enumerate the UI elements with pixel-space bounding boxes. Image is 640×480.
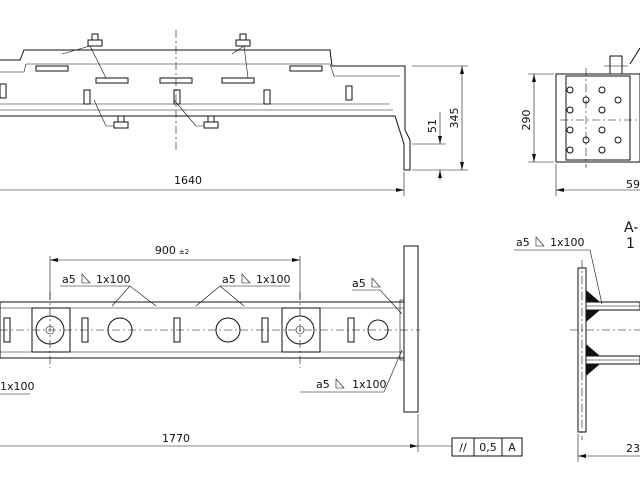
section-bottom-dim: 23 <box>626 442 640 455</box>
top-flange-dim: 51 <box>426 119 439 133</box>
tolerance-frame <box>451 437 523 457</box>
weld-label-right-a: a5 <box>222 273 236 286</box>
weld-label-plate-bottom-a: a5 <box>316 378 330 391</box>
weld-label-left-b: 1x100 <box>96 273 131 286</box>
section-view: A- 1 a5 1x100 23 <box>514 220 640 462</box>
front-spacing-dim: 900±2 <box>155 244 189 257</box>
tolerance-symbol: // <box>459 441 467 454</box>
side-height-dim: 290 <box>520 110 533 131</box>
weld-label-left-a: a5 <box>62 273 76 286</box>
weld-label-plate-bottom-b: 1x100 <box>352 378 387 391</box>
side-width-dim: 59 <box>626 178 640 191</box>
front-length-dim: 1770 <box>162 432 190 445</box>
tolerance-datum: A <box>508 441 516 454</box>
section-weld-b: 1x100 <box>550 236 585 249</box>
section-title: A- <box>624 220 638 236</box>
front-view: 900±2 a5 1x100 a5 1x100 a5 a5 1x100 1x10… <box>0 244 523 457</box>
top-view: 1640 345 51 <box>0 30 468 196</box>
side-view: 290 59 <box>520 47 640 196</box>
section-weld-a: a5 <box>516 236 530 249</box>
section-scale: 1 <box>626 236 635 252</box>
top-height-dim: 345 <box>448 108 461 129</box>
weld-label-left-tail: 1x100 <box>0 380 35 393</box>
top-length-dim: 1640 <box>174 174 202 187</box>
weld-label-right-b: 1x100 <box>256 273 291 286</box>
weld-label-plate-top: a5 <box>352 277 366 290</box>
tolerance-value: 0,5 <box>479 441 497 454</box>
